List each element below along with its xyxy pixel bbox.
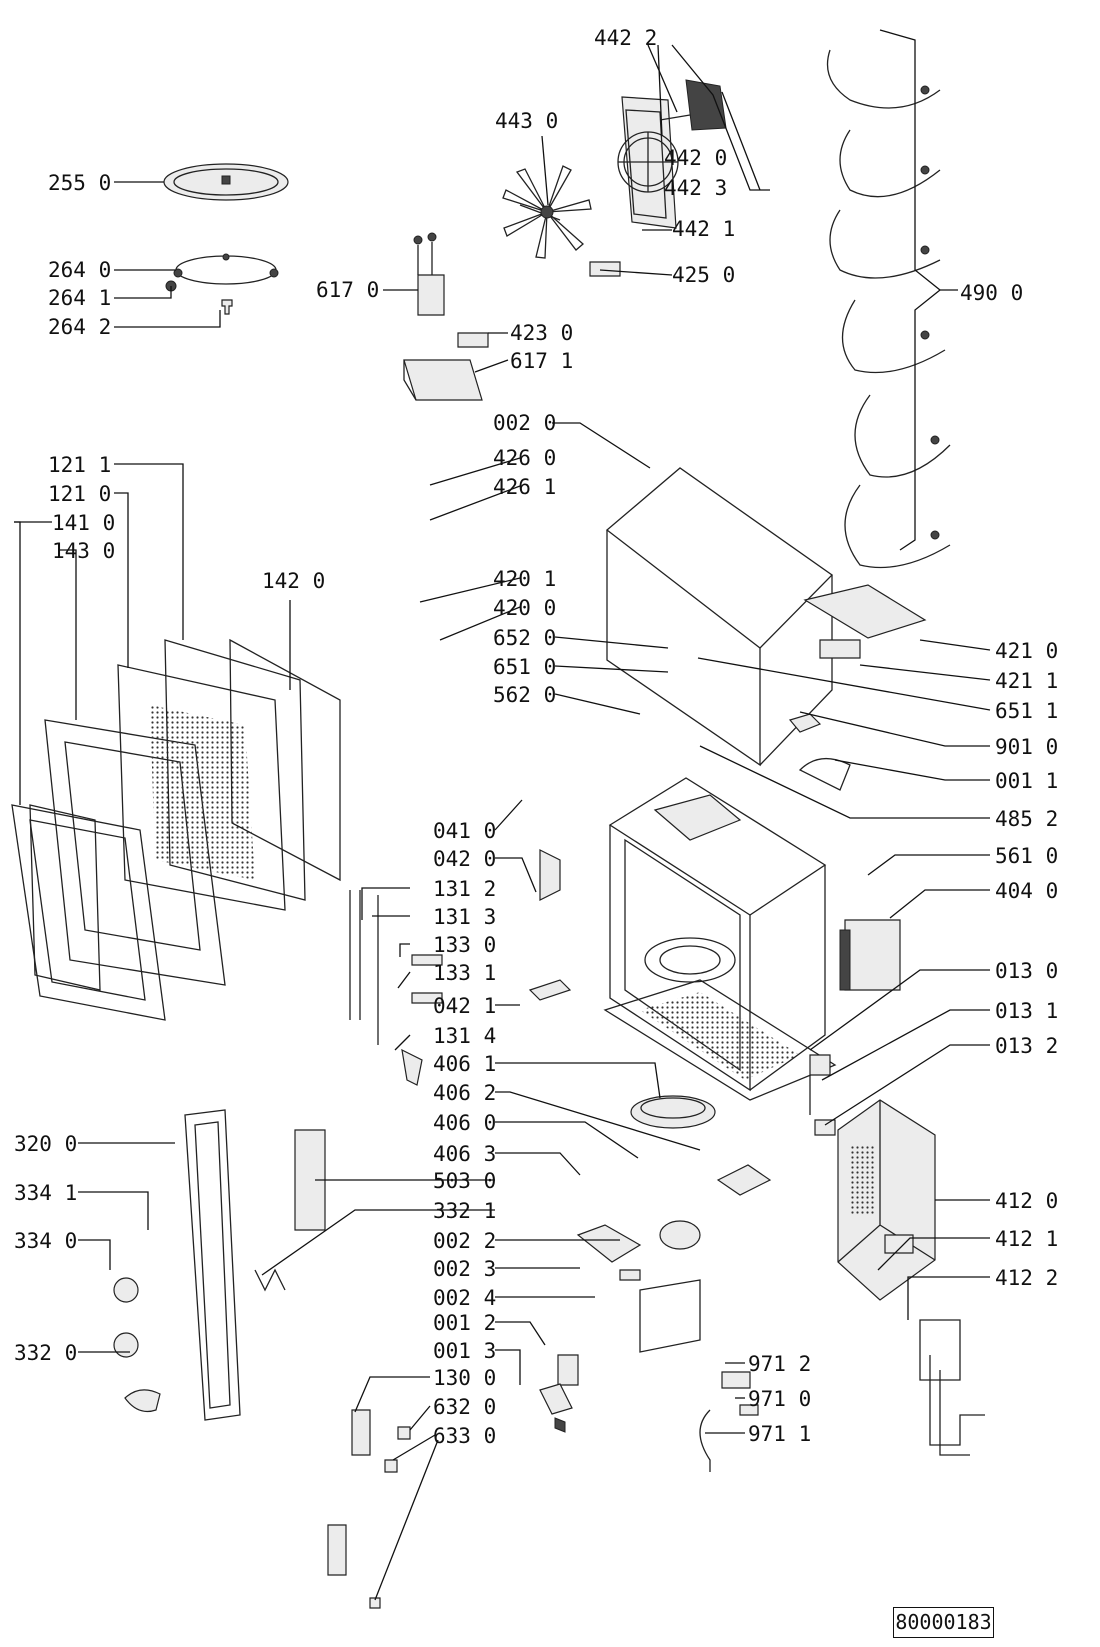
callout-320-0: 320 0 (14, 1132, 77, 1156)
callout-406-3: 406 3 (433, 1142, 496, 1166)
callout-633-0: 633 0 (433, 1424, 496, 1448)
callout-421-1: 421 1 (995, 669, 1058, 693)
callout-131-4: 131 4 (433, 1024, 496, 1048)
callout-442-0: 442 0 (664, 146, 727, 170)
callout-142-0: 142 0 (262, 569, 325, 593)
callout-264-0: 264 0 (48, 258, 111, 282)
callout-001-2: 001 2 (433, 1311, 496, 1335)
callout-143-0: 143 0 (52, 539, 115, 563)
callout-426-0: 426 0 (493, 446, 556, 470)
part-latch-switches (327, 1354, 759, 1609)
callout-442-2: 442 2 (594, 26, 657, 50)
callout-503-0: 503 0 (433, 1169, 496, 1193)
callout-121-0: 121 0 (48, 482, 111, 506)
callout-412-2: 412 2 (995, 1266, 1058, 1290)
callout-406-1: 406 1 (433, 1052, 496, 1076)
callout-425-0: 425 0 (672, 263, 735, 287)
callout-013-0: 013 0 (995, 959, 1058, 983)
callout-334-0: 334 0 (14, 1229, 77, 1253)
callout-255-0: 255 0 (48, 171, 111, 195)
part-capacitor-bracket (403, 232, 489, 401)
leader-lines (14, 44, 991, 1601)
callout-042-0: 042 0 (433, 847, 496, 871)
callout-971-1: 971 1 (748, 1422, 811, 1446)
callout-971-2: 971 2 (748, 1352, 811, 1376)
callout-651-1: 651 1 (995, 699, 1058, 723)
callout-141-0: 141 0 (52, 511, 115, 535)
callout-121-1: 121 1 (48, 453, 111, 477)
callout-561-0: 561 0 (995, 844, 1058, 868)
callout-041-0: 041 0 (433, 819, 496, 843)
callout-485-2: 485 2 (995, 807, 1058, 831)
part-roller-ring (165, 253, 279, 315)
callout-412-1: 412 1 (995, 1227, 1058, 1251)
part-wiring-harness (919, 1319, 985, 1456)
callout-651-0: 651 0 (493, 655, 556, 679)
part-transformer (837, 1099, 936, 1301)
part-turntable-plate (163, 163, 289, 201)
callout-632-0: 632 0 (433, 1395, 496, 1419)
callout-901-0: 901 0 (995, 735, 1058, 759)
callout-001-1: 001 1 (995, 769, 1058, 793)
part-door-hinges-levers (349, 849, 572, 1086)
callout-412-0: 412 0 (995, 1189, 1058, 1213)
callout-133-0: 133 0 (433, 933, 496, 957)
callout-002-4: 002 4 (433, 1286, 496, 1310)
callout-442-3: 442 3 (664, 176, 727, 200)
callout-490-0: 490 0 (960, 281, 1023, 305)
part-control-panel (113, 1109, 326, 1421)
callout-002-3: 002 3 (433, 1257, 496, 1281)
callout-420-0: 420 0 (493, 596, 556, 620)
callout-332-1: 332 1 (433, 1199, 496, 1223)
callout-617-0: 617 0 (316, 278, 379, 302)
callout-423-0: 423 0 (510, 321, 573, 345)
callout-971-0: 971 0 (748, 1387, 811, 1411)
callout-001-3: 001 3 (433, 1339, 496, 1363)
callout-426-1: 426 1 (493, 475, 556, 499)
callout-442-1: 442 1 (672, 217, 735, 241)
callout-420-1: 420 1 (493, 567, 556, 591)
callout-130-0: 130 0 (433, 1366, 496, 1390)
callout-264-2: 264 2 (48, 315, 111, 339)
callout-133-1: 133 1 (433, 961, 496, 985)
document-number: 80000183 (893, 1607, 994, 1638)
callout-443-0: 443 0 (495, 109, 558, 133)
part-components-right (788, 584, 927, 1136)
callout-562-0: 562 0 (493, 683, 556, 707)
callout-131-3: 131 3 (433, 905, 496, 929)
callout-264-1: 264 1 (48, 286, 111, 310)
callout-332-0: 332 0 (14, 1341, 77, 1365)
callout-labels: 442 2 443 0 442 0 442 3 255 0 442 1 264 … (14, 26, 1058, 1448)
callout-421-0: 421 0 (995, 639, 1058, 663)
callout-617-1: 617 1 (510, 349, 573, 373)
bracket-490 (879, 29, 942, 551)
part-fan-assembly (502, 79, 727, 277)
callout-013-2: 013 2 (995, 1034, 1058, 1058)
callout-013-1: 013 1 (995, 999, 1058, 1023)
callout-334-1: 334 1 (14, 1181, 77, 1205)
callout-404-0: 404 0 (995, 879, 1058, 903)
callout-002-2: 002 2 (433, 1229, 496, 1253)
part-power-cords (826, 49, 951, 569)
callout-002-0: 002 0 (493, 411, 556, 435)
callout-406-2: 406 2 (433, 1081, 496, 1105)
part-oven-cavity (603, 777, 837, 1101)
callout-652-0: 652 0 (493, 626, 556, 650)
part-door-frame (11, 638, 341, 1021)
callout-131-2: 131 2 (433, 877, 496, 901)
callout-406-0: 406 0 (433, 1111, 496, 1135)
part-antenna-motor (576, 1095, 772, 1353)
callout-042-1: 042 1 (433, 994, 496, 1018)
